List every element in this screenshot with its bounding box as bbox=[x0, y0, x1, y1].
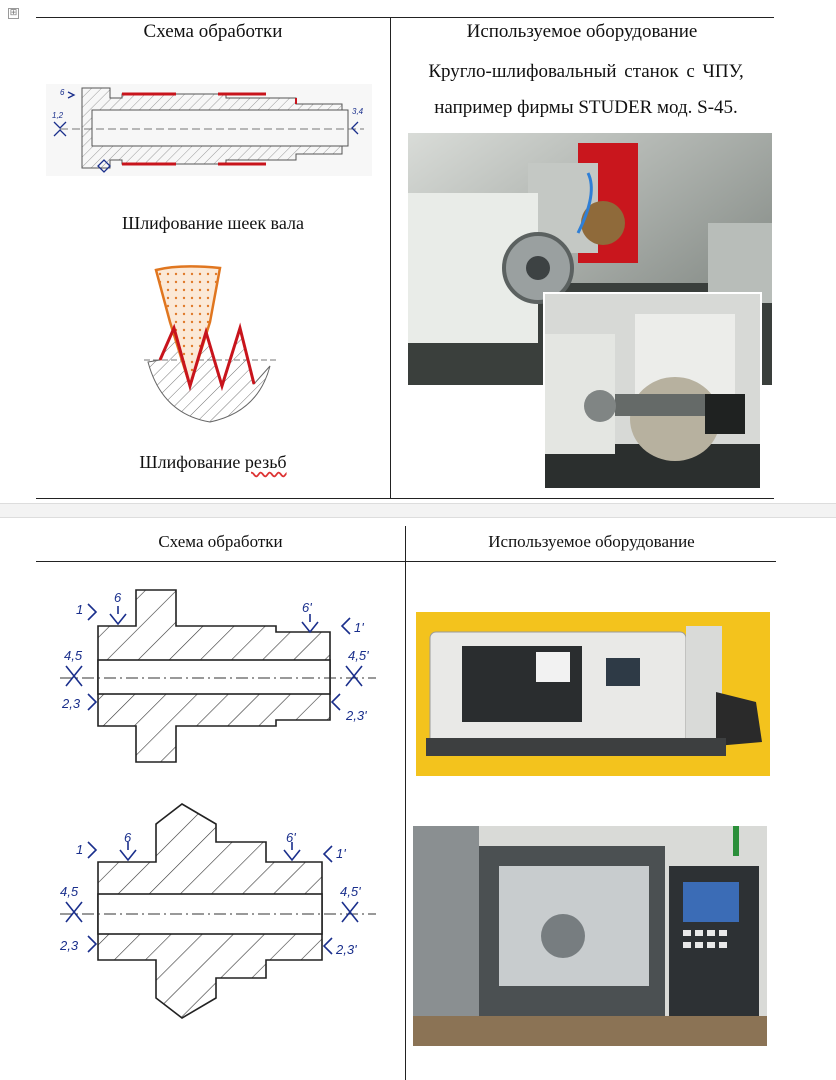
label-2-3: 2,3 bbox=[59, 938, 79, 953]
bottom-col1-header: Схема обработки bbox=[158, 532, 283, 551]
label-2-3: 2,3 bbox=[61, 696, 81, 711]
turning-diagram-1: 1 6 6' 1' 4,5 4,5' 2,3 2,3' bbox=[56, 586, 380, 764]
label-6-prime: 6' bbox=[302, 600, 312, 615]
label-6-prime: 6' bbox=[286, 830, 296, 845]
bottom-table-divider bbox=[405, 526, 406, 1080]
cnc-lathe-photo-1 bbox=[416, 612, 770, 776]
shaft-grinding-diagram: 6 1,2 3,4 6 bbox=[46, 84, 372, 184]
label-6-bottom: 6 bbox=[106, 175, 111, 176]
label-4-5: 4,5 bbox=[64, 648, 83, 663]
label-3-4: 3,4 bbox=[352, 107, 364, 116]
top-table-border-top bbox=[36, 17, 774, 18]
cnc-lathe-photo-2 bbox=[413, 826, 767, 1046]
label-6: 6 bbox=[124, 830, 132, 845]
label-1-2: 1,2 bbox=[52, 111, 64, 120]
thread-caption: Шлифование резьб bbox=[36, 452, 390, 473]
label-4-5: 4,5 bbox=[60, 884, 79, 899]
label-6: 6 bbox=[114, 590, 122, 605]
top-col1-header: Схема обработки bbox=[143, 21, 283, 42]
label-1: 1 bbox=[76, 602, 83, 617]
equipment-line-2: например фирмы STUDER мод. S-45. bbox=[434, 97, 738, 118]
label-1: 1 bbox=[76, 842, 83, 857]
label-2-3-prime: 2,3' bbox=[345, 708, 367, 723]
label-1-prime: 1' bbox=[354, 620, 364, 635]
label-6-top: 6 bbox=[60, 88, 65, 97]
label-4-5-prime: 4,5' bbox=[340, 884, 361, 899]
bottom-table-header-rule bbox=[36, 561, 776, 562]
label-1-prime: 1' bbox=[336, 846, 346, 861]
top-col2-header: Используемое оборудование bbox=[466, 21, 698, 42]
shaft-caption: Шлифование шеек вала bbox=[122, 213, 304, 233]
label-4-5-prime: 4,5' bbox=[348, 648, 369, 663]
studer-closeup-photo bbox=[543, 292, 762, 490]
table-anchor-icon[interactable]: ⊞ bbox=[8, 8, 19, 19]
top-table-border-bottom bbox=[36, 498, 774, 499]
page-break bbox=[0, 503, 836, 518]
bottom-col2-header: Используемое оборудование bbox=[488, 532, 695, 551]
label-2-3-prime: 2,3' bbox=[335, 942, 357, 957]
thread-caption-misspelled: резьб bbox=[244, 452, 287, 472]
equipment-line-1: Кругло-шлифовальный станок с ЧПУ, bbox=[428, 61, 744, 82]
thread-caption-main: Шлифование bbox=[139, 452, 245, 472]
thread-grinding-diagram bbox=[140, 262, 280, 428]
turning-diagram-2: 1 6 6' 1' 4,5 4,5' 2,3 2,3' bbox=[56, 800, 380, 1022]
studer-grinder-photo bbox=[408, 133, 772, 385]
top-table-divider bbox=[390, 17, 391, 499]
